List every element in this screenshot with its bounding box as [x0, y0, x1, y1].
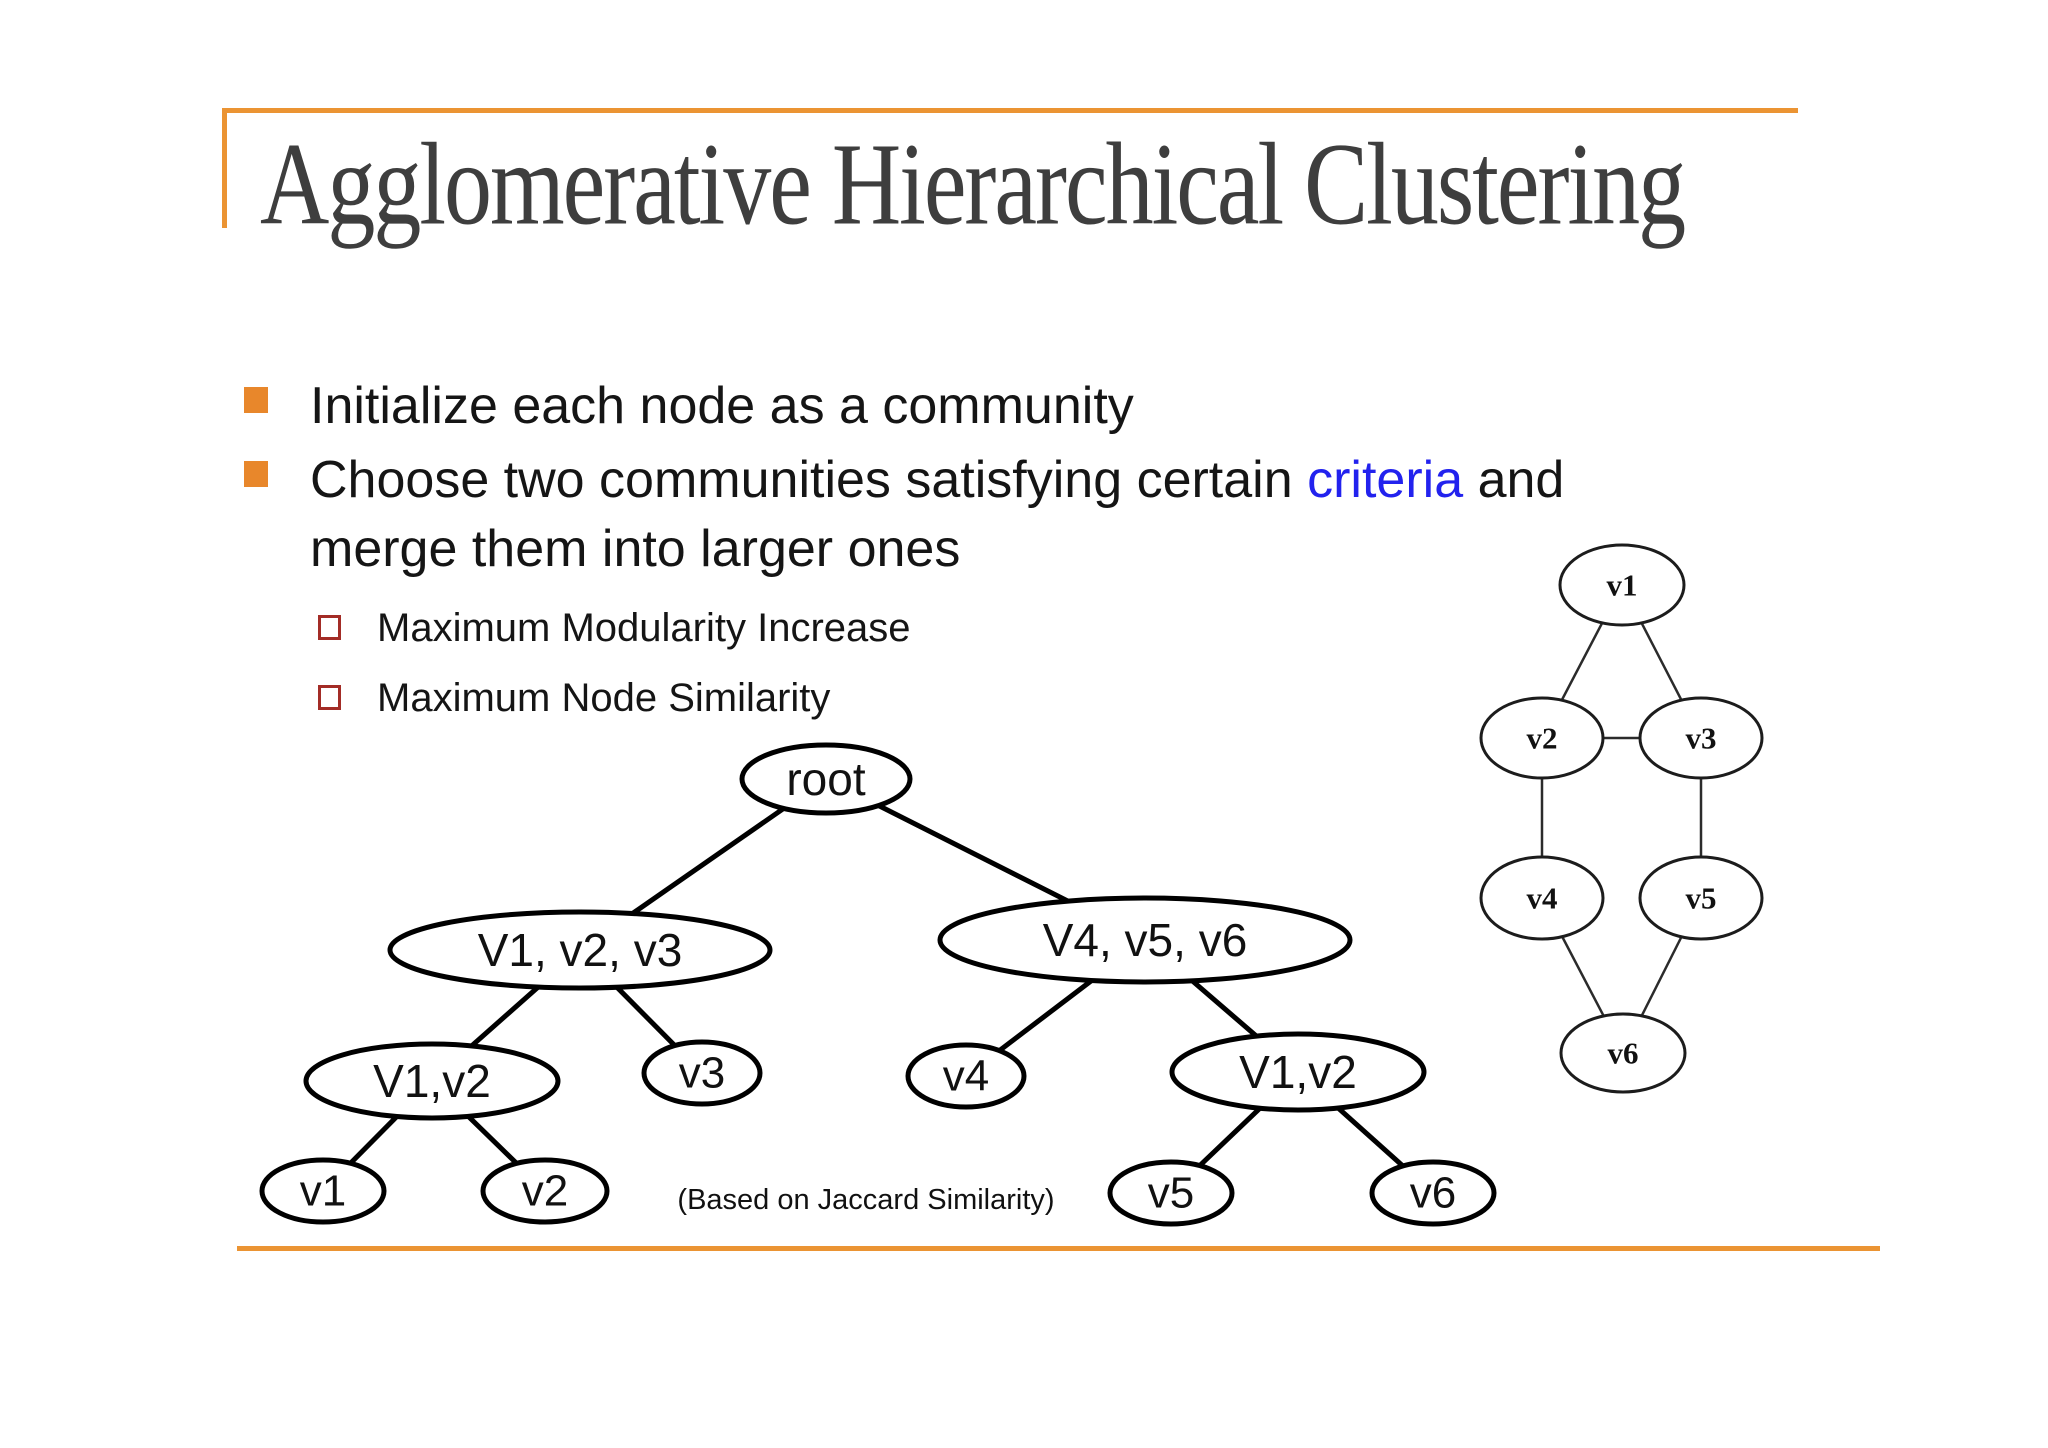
- graph-node-v6: v6: [1559, 1012, 1687, 1094]
- sub-bullet-square-icon: [318, 685, 341, 710]
- tree-node-label: V1,v2: [1239, 1046, 1357, 1098]
- page-title: Agglomerative Hierarchical Clustering: [260, 118, 1686, 250]
- graph-node-v2: v2: [1479, 696, 1605, 780]
- graph-node-label: v5: [1686, 881, 1717, 916]
- graph-node-v4: v4: [1479, 855, 1605, 941]
- bullet-square-icon: [244, 387, 268, 413]
- community-graph: v1 v2 v3 v4 v5 v6: [1479, 543, 1764, 1094]
- tree-node-label: v5: [1148, 1169, 1194, 1218]
- graph-node-label: v2: [1527, 721, 1558, 756]
- sub-bullet-1-text: Maximum Modularity Increase: [377, 606, 911, 650]
- graph-node-label: v1: [1607, 568, 1638, 603]
- sub-bullet-square-icon: [318, 615, 341, 640]
- bullet-square-icon: [244, 461, 268, 487]
- dendrogram: root V1, v2, v3 V4, v5, v6 V1,v2 v3 v4: [259, 742, 1497, 1227]
- tree-node-root: root: [739, 742, 913, 816]
- sub-bullet-2-text: Maximum Node Similarity: [377, 676, 831, 720]
- tree-node-v3: v3: [641, 1039, 763, 1107]
- tree-node-label: V4, v5, v6: [1043, 914, 1248, 966]
- graph-node-label: v3: [1686, 721, 1717, 756]
- tree-node-v1v2-right: V1,v2: [1169, 1031, 1427, 1113]
- tree-node-label: V1,v2: [373, 1055, 491, 1107]
- bullet-item-2: Choose two communities satisfying certai…: [244, 446, 1564, 583]
- bullet-2-line2: merge them into larger ones: [310, 519, 961, 578]
- sub-bullet-item-1: Maximum Modularity Increase: [318, 604, 911, 652]
- tree-node-label: V1, v2, v3: [478, 924, 683, 976]
- bottom-border-line: [237, 1246, 1880, 1251]
- graph-node-label: v6: [1608, 1036, 1639, 1071]
- tree-node-label: v6: [1410, 1169, 1456, 1218]
- bullet-2-highlight: criteria: [1307, 451, 1464, 509]
- left-border-tick: [222, 108, 227, 228]
- tree-node-v1: v1: [259, 1157, 387, 1225]
- graph-node-v5: v5: [1638, 855, 1764, 941]
- sub-bullet-item-2: Maximum Node Similarity: [318, 674, 830, 722]
- tree-node-label: v1: [300, 1167, 346, 1216]
- top-border-line: [222, 108, 1798, 113]
- tree-node-label: v2: [522, 1167, 568, 1216]
- graph-node-v3: v3: [1638, 696, 1764, 780]
- tree-node-label: v4: [943, 1052, 989, 1101]
- bullet-2-pre: Choose two communities satisfying certai…: [310, 451, 1308, 509]
- tree-node-v4: v4: [905, 1042, 1027, 1110]
- graph-node-v1: v1: [1558, 543, 1686, 627]
- bullet-2-text: Choose two communities satisfying certai…: [310, 446, 1564, 583]
- tree-node-v1v2-left: V1,v2: [303, 1041, 561, 1121]
- bullet-item-1: Initialize each node as a community: [244, 372, 1134, 441]
- tree-node-v4v5v6: V4, v5, v6: [937, 895, 1353, 985]
- tree-node-v5: v5: [1107, 1159, 1235, 1227]
- tree-caption: (Based on Jaccard Similarity): [677, 1184, 1054, 1216]
- bullet-2-post: and: [1463, 451, 1565, 509]
- bullet-1-text: Initialize each node as a community: [310, 377, 1134, 435]
- tree-node-v2: v2: [480, 1157, 610, 1225]
- tree-node-label: v3: [679, 1049, 725, 1098]
- graph-node-label: v4: [1527, 881, 1558, 916]
- tree-node-label: root: [786, 753, 865, 805]
- tree-node-v1v2v3: V1, v2, v3: [387, 909, 773, 991]
- tree-node-v6: v6: [1369, 1159, 1497, 1227]
